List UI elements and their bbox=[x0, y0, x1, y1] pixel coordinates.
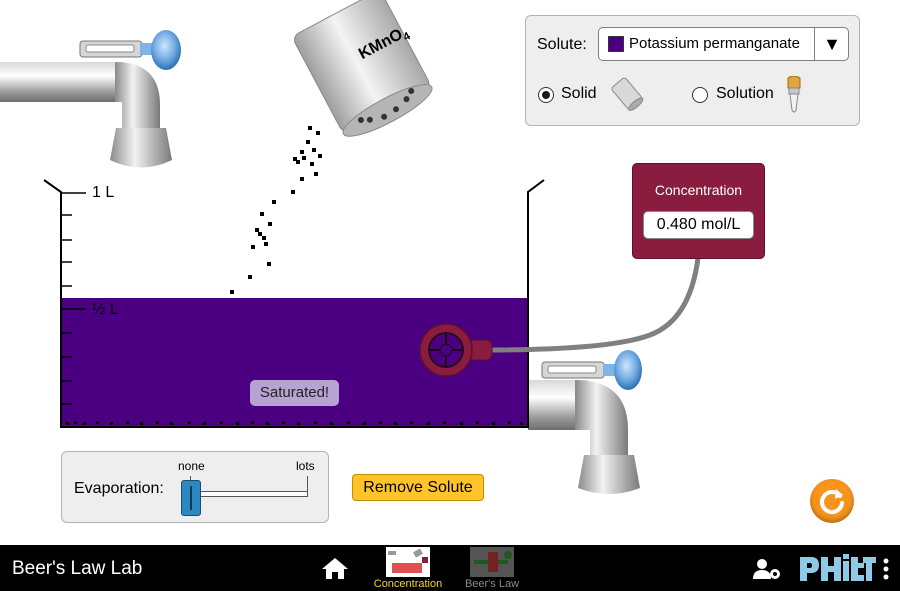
phet-logo[interactable] bbox=[797, 551, 877, 585]
evaporation-label: Evaporation: bbox=[74, 480, 164, 497]
shaker-holes bbox=[357, 87, 415, 123]
tab-concentration[interactable]: Concentration bbox=[374, 546, 442, 590]
probe-crosshair-icon bbox=[428, 332, 464, 368]
shaker-mini-icon bbox=[611, 77, 644, 111]
saturated-indicator: Saturated! bbox=[250, 380, 339, 406]
combo-divider bbox=[814, 28, 815, 60]
evaporation-min-label: none bbox=[178, 459, 205, 473]
tab-concentration-label: Concentration bbox=[373, 578, 443, 590]
solute-panel: Solute: Potassium permanganate ▼ Solid S… bbox=[525, 15, 860, 126]
shaker[interactable] bbox=[292, 0, 438, 144]
input-faucet bbox=[0, 30, 181, 168]
concentration-screen-icon bbox=[386, 547, 430, 577]
beaker-label-1l: 1 L bbox=[92, 184, 115, 201]
concentration-meter[interactable]: Concentration 0.480 mol/L bbox=[632, 163, 765, 259]
kebab-menu-icon[interactable] bbox=[881, 557, 891, 581]
navigation-bar: Beer's Law Lab Concentration Beer's Law bbox=[0, 545, 900, 591]
solute-color-swatch bbox=[608, 36, 624, 52]
home-icon[interactable] bbox=[321, 556, 349, 580]
beaker-ticks bbox=[61, 192, 86, 405]
evaporation-slider-track[interactable] bbox=[190, 491, 308, 497]
simulation-scene: KMnO4 1 L ½ L Saturated! Solute: Potassi… bbox=[0, 0, 860, 523]
beaker-label-half: ½ L bbox=[92, 301, 119, 318]
solid-radio[interactable] bbox=[538, 87, 554, 103]
meter-title: Concentration bbox=[654, 182, 743, 198]
meter-value: 0.480 mol/L bbox=[643, 211, 754, 239]
dropper-mini-icon bbox=[787, 76, 801, 113]
probe-wire bbox=[485, 257, 701, 353]
concentration-probe[interactable] bbox=[419, 323, 493, 377]
beaker bbox=[43, 179, 545, 428]
dropdown-arrow-icon[interactable]: ▼ bbox=[823, 34, 841, 54]
reset-icon bbox=[820, 489, 844, 515]
evaporation-max-label: lots bbox=[296, 459, 315, 473]
precipitate bbox=[66, 421, 523, 425]
solid-label: Solid bbox=[561, 85, 597, 102]
evaporation-max-tick bbox=[307, 476, 308, 492]
reset-all-button[interactable] bbox=[810, 479, 854, 523]
falling-particles bbox=[230, 126, 322, 294]
scene-drawing bbox=[0, 0, 701, 494]
user-settings-icon[interactable] bbox=[752, 557, 782, 581]
solute-combo-box[interactable]: Potassium permanganate ▼ bbox=[598, 27, 849, 61]
app-title: Beer's Law Lab bbox=[12, 558, 143, 579]
evaporation-panel: Evaporation: none lots bbox=[61, 451, 329, 523]
output-faucet bbox=[528, 350, 642, 494]
solute-label: Solute: bbox=[537, 36, 587, 53]
tab-beers-law-label: Beer's Law bbox=[464, 578, 520, 590]
remove-solute-button[interactable]: Remove Solute bbox=[352, 474, 484, 501]
solute-selected-name: Potassium permanganate bbox=[629, 35, 800, 52]
solution-label: Solution bbox=[716, 85, 774, 102]
tab-beers-law[interactable]: Beer's Law bbox=[462, 546, 522, 590]
evaporation-slider-thumb[interactable] bbox=[181, 480, 201, 516]
solution-radio[interactable] bbox=[692, 87, 708, 103]
beers-law-screen-icon bbox=[470, 547, 514, 577]
